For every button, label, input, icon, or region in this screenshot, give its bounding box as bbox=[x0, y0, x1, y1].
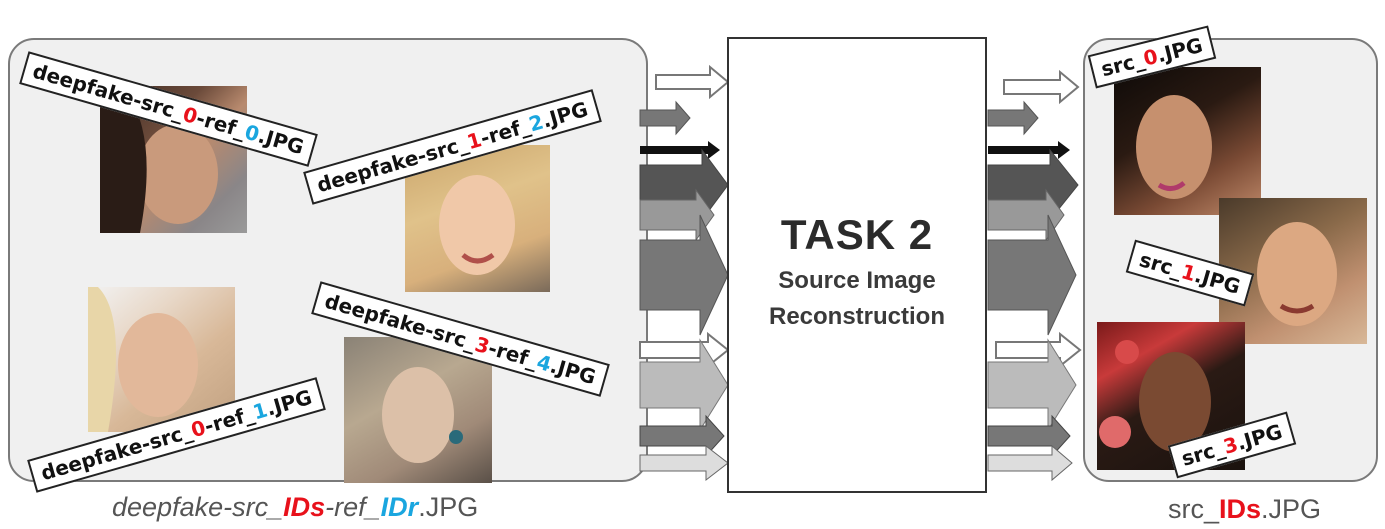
arrow-out-2 bbox=[987, 100, 1039, 136]
arrow-out-10 bbox=[987, 444, 1073, 482]
arrow-in-7 bbox=[639, 331, 730, 369]
source-face-image-1 bbox=[1114, 67, 1261, 215]
arrow-out-8 bbox=[987, 338, 1077, 432]
task-subtitle-line1: Source Image bbox=[778, 267, 936, 294]
arrow-out-5 bbox=[987, 188, 1065, 242]
arrow-in-3 bbox=[640, 141, 720, 159]
arrow-out-1 bbox=[1003, 69, 1080, 105]
task-title: TASK 2 bbox=[780, 211, 934, 258]
arrow-out-3 bbox=[988, 141, 1070, 159]
task-box: TASK 2 Source Image Reconstruction bbox=[727, 37, 987, 493]
arrow-in-9 bbox=[639, 414, 725, 458]
arrow-in-8 bbox=[639, 338, 729, 432]
deepfake-face-image-4 bbox=[344, 337, 492, 483]
arrow-in-2 bbox=[639, 100, 691, 136]
left-caption: deepfake-src_IDs-ref_IDr.JPG bbox=[112, 492, 479, 522]
arrow-in-6 bbox=[639, 214, 729, 336]
right-caption: src_IDs.JPG bbox=[1168, 494, 1322, 524]
arrow-out-6 bbox=[987, 214, 1077, 336]
task-subtitle-line2: Reconstruction bbox=[768, 303, 945, 330]
arrow-in-1 bbox=[655, 64, 730, 100]
arrow-in-10 bbox=[639, 444, 729, 482]
arrow-out-9 bbox=[987, 414, 1071, 458]
arrow-out-7 bbox=[995, 331, 1082, 369]
